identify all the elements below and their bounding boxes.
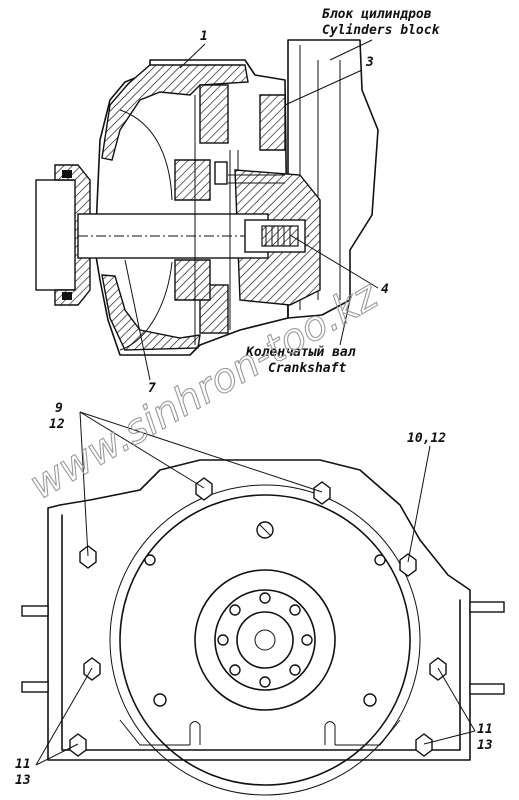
callout-13-left: 13: [15, 773, 31, 788]
gear-web-curves: [119, 109, 173, 351]
bearing-lower: [174, 259, 211, 301]
hex-bolts: [69, 477, 447, 757]
callout-10-12: 10,12: [407, 431, 446, 446]
callout-9: 9: [55, 401, 63, 416]
bolt-threads: [265, 226, 291, 246]
callout-11-left: 11: [15, 757, 31, 772]
cylinder-block-label-ru: Блок цилиндров: [322, 7, 432, 22]
front-housing-outline: [47, 459, 471, 761]
front-cover: [35, 179, 79, 291]
callout-11-right: 11: [477, 722, 493, 737]
leader-lines-top: [124, 39, 379, 381]
callout-1: 1: [200, 29, 208, 44]
leader-lines-bottom: [35, 411, 476, 766]
callout-13-right: 13: [477, 738, 493, 753]
gear-rim-upper: [199, 84, 229, 144]
seal-upper: [62, 170, 72, 178]
bearing-upper: [174, 159, 211, 201]
rim-fasteners: [144, 554, 386, 707]
callout-3: 3: [365, 55, 374, 70]
bolt-11-13-b: [69, 733, 87, 757]
side-stud-left-lower: [21, 681, 49, 693]
gear-lines: [194, 95, 239, 345]
hub-bore: [254, 629, 276, 651]
hub-center: [236, 611, 294, 669]
bolt-gear: [214, 161, 228, 185]
front-housing-inner-edge: [61, 514, 461, 751]
seal-lower: [62, 292, 72, 300]
crankshaft-label-ru: Коленчатый вал: [245, 345, 356, 360]
callout-12: 12: [49, 417, 65, 432]
hub-holes: [217, 592, 313, 688]
bolt-11-13-d: [415, 733, 433, 757]
hub-flange: [214, 589, 316, 691]
sectional-view: [35, 39, 379, 356]
crankshaft-label-en: Crankshaft: [268, 361, 346, 376]
seal-housing: [54, 164, 91, 306]
cylinder-block-label-en: Cylinders block: [322, 23, 441, 38]
crankshaft-bolt: [261, 225, 299, 247]
gear-bolt-shank: [228, 174, 285, 184]
cylinder-block-outline: [287, 39, 379, 319]
bolt-10-12: [399, 553, 417, 577]
bottom-slots: [119, 719, 401, 746]
hub-outer: [194, 569, 336, 711]
housing-outline: [94, 59, 289, 356]
side-stud-right-upper: [469, 601, 505, 613]
front-view: [21, 459, 505, 796]
housing-wall-bottom: [101, 274, 201, 351]
side-stud-right-lower: [469, 683, 505, 695]
gear-cover-rim: [109, 484, 421, 796]
gear-cover-circle: [119, 494, 411, 786]
side-stud-left-upper: [21, 605, 49, 617]
bolt-9-12-c: [79, 545, 97, 569]
block-wall: [259, 94, 286, 151]
bolt-9-12-a: [195, 477, 213, 501]
callout-4: 4: [381, 282, 389, 297]
callout-7: 7: [148, 381, 156, 396]
bolt-9-12-b: [313, 481, 331, 505]
housing-wall-top: [101, 64, 249, 161]
